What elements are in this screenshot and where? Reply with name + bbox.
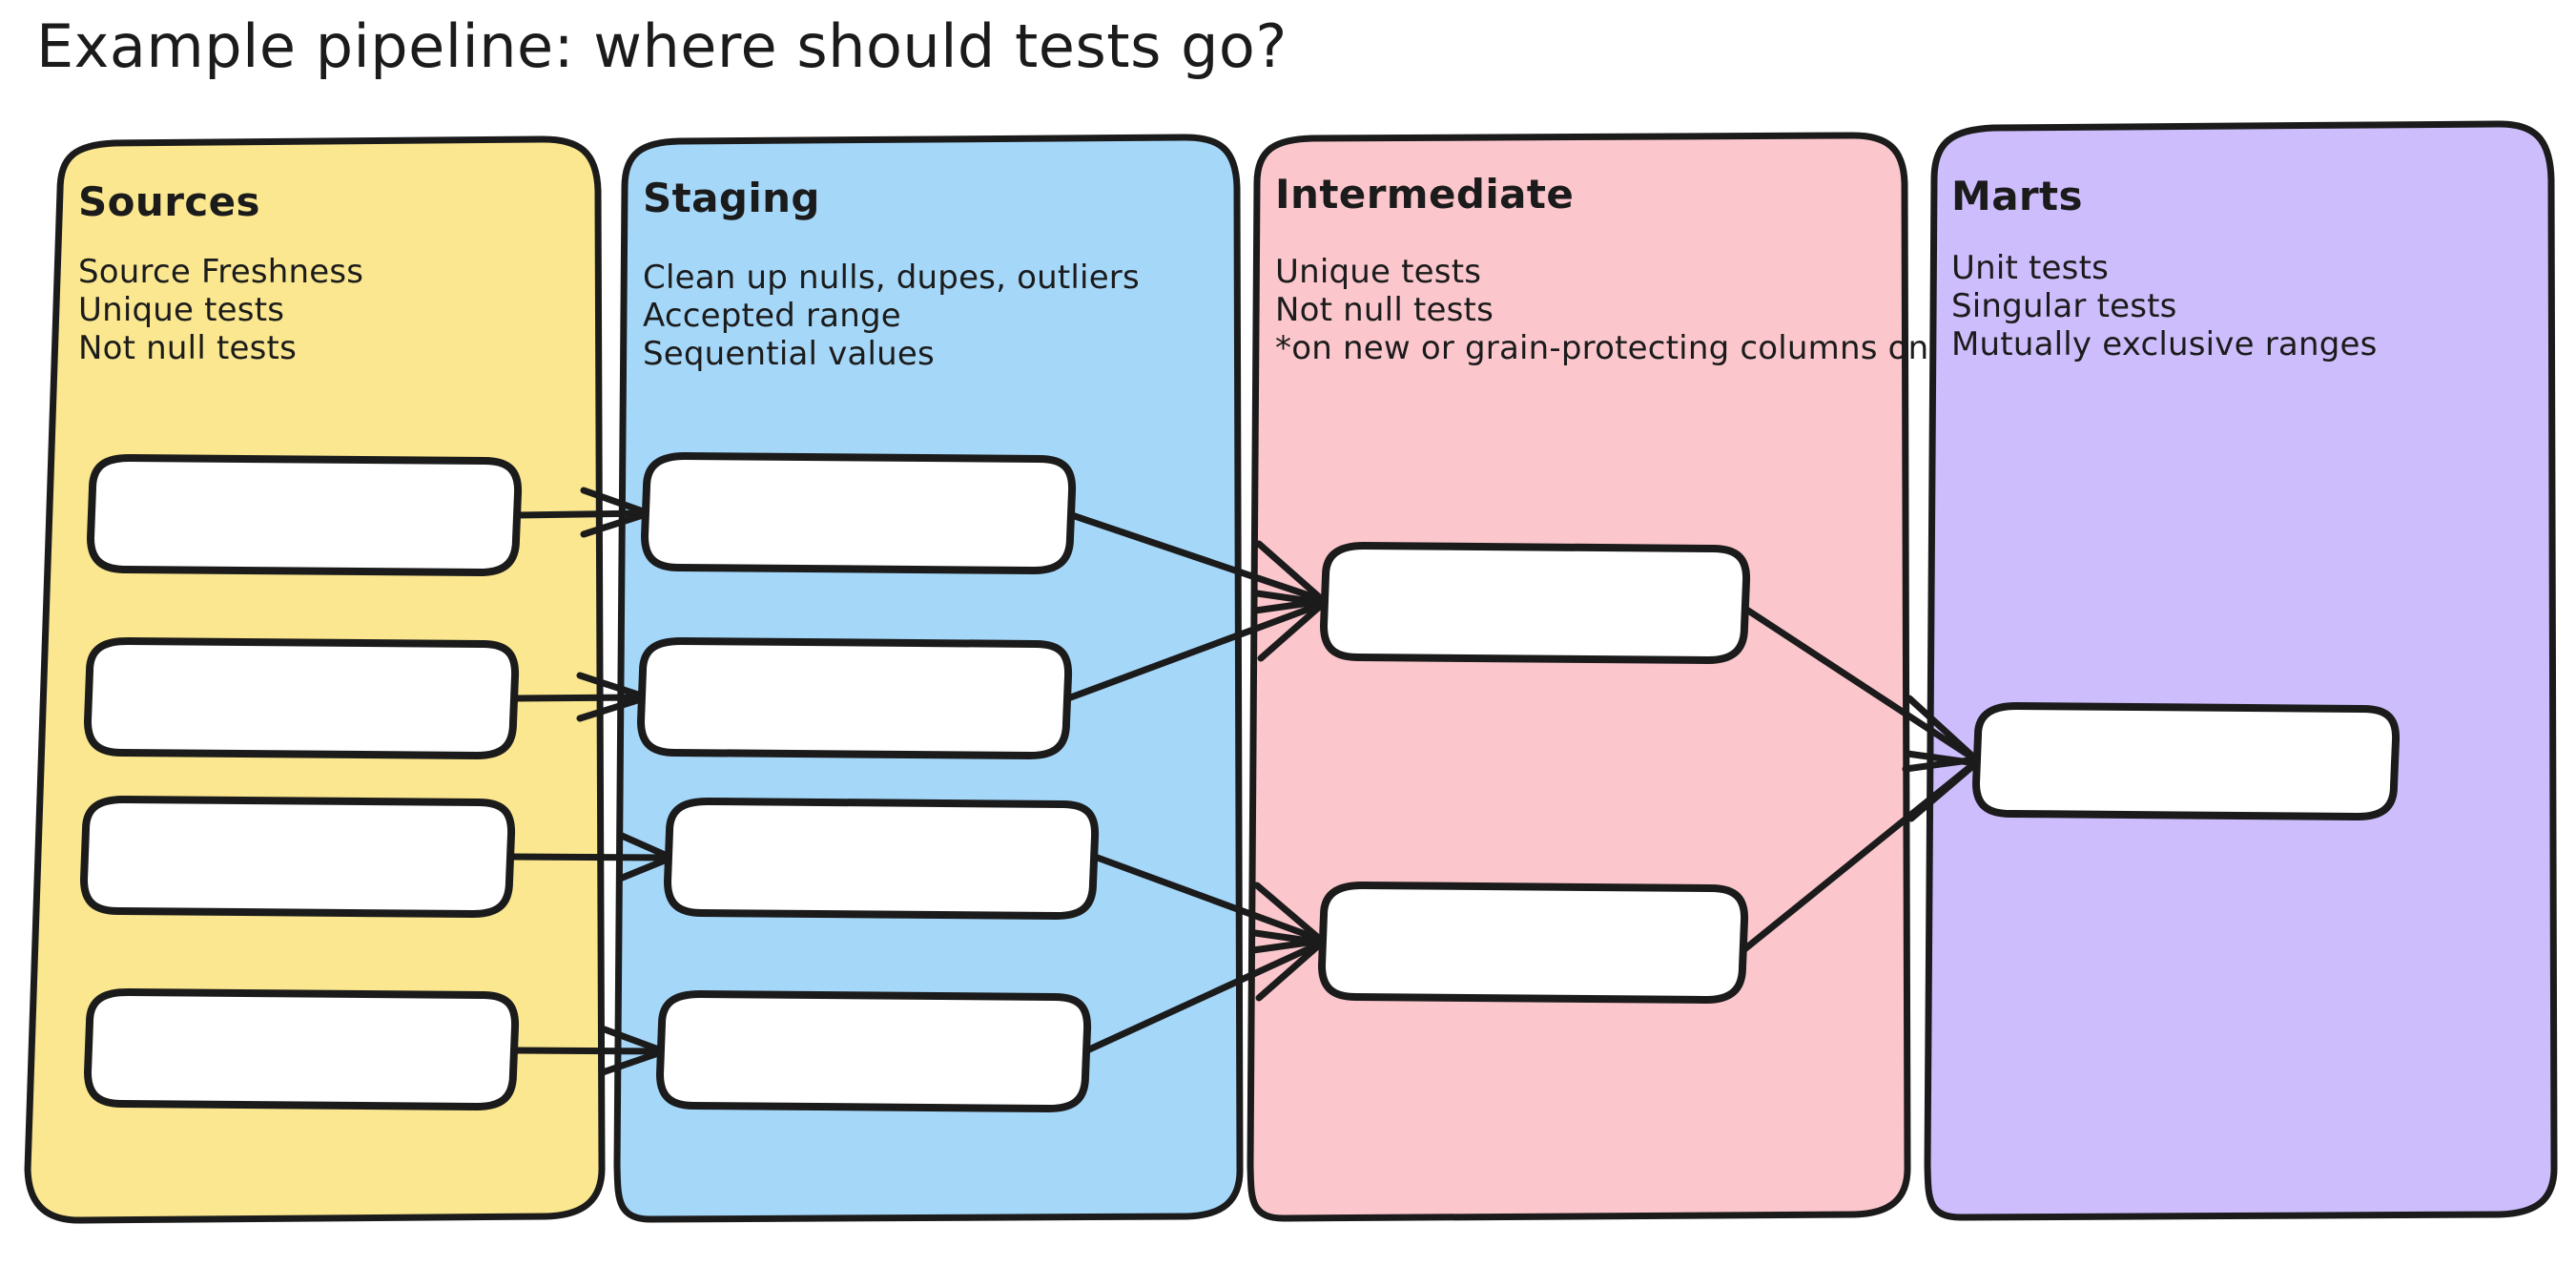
swimlane-staging-line-2: Accepted range [643, 297, 901, 335]
node-mart-1-shape [1972, 702, 2401, 820]
node-stg-1-shape [641, 452, 1077, 574]
node-stg-2-shape [637, 637, 1073, 759]
node-src-4[interactable] [84, 988, 520, 1110]
node-src-3[interactable] [80, 796, 516, 918]
node-src-3-shape [80, 796, 516, 918]
swimlane-marts-line-1: Unit tests [1951, 249, 2109, 287]
swimlane-sources-line-2: Unique tests [78, 291, 284, 329]
node-src-2-shape [84, 637, 520, 759]
swimlane-intermediate-title: Intermediate [1275, 171, 1574, 218]
node-src-2[interactable] [84, 637, 520, 759]
node-group-marts [1972, 702, 2401, 820]
node-group-sources [80, 454, 523, 1110]
node-int-1[interactable] [1320, 542, 1751, 664]
node-group-intermediate [1318, 542, 1751, 1004]
node-mart-1[interactable] [1972, 702, 2401, 820]
node-int-1-shape [1320, 542, 1751, 664]
swimlane-marts-line-3: Mutually exclusive ranges [1951, 325, 2378, 363]
swimlane-staging-title: Staging [643, 175, 820, 221]
swimlane-sources-line-1: Source Freshness [78, 253, 363, 291]
node-stg-3[interactable] [664, 798, 1100, 920]
node-src-1-shape [87, 454, 523, 576]
swimlane-staging-line-1: Clean up nulls, dupes, outliers [643, 259, 1140, 297]
node-stg-1[interactable] [641, 452, 1077, 574]
swimlane-intermediate-line-3: *on new or grain-protecting columns only [1275, 329, 1957, 367]
node-stg-2[interactable] [637, 637, 1073, 759]
swimlane-sources-line-3: Not null tests [78, 329, 297, 367]
node-group-staging [637, 452, 1100, 1112]
swimlane-staging-line-3: Sequential values [643, 335, 935, 373]
node-stg-4-shape [656, 990, 1092, 1112]
swimlane-marts-shape [1924, 120, 2558, 1221]
swimlane-marts-line-2: Singular tests [1951, 287, 2177, 325]
swimlane-sources-title: Sources [78, 178, 260, 225]
node-src-4-shape [84, 988, 520, 1110]
node-src-1[interactable] [87, 454, 523, 576]
swimlane-intermediate-line-1: Unique tests [1275, 253, 1481, 291]
page-title: Example pipeline: where should tests go? [36, 11, 1288, 81]
swimlane-marts-title: Marts [1951, 173, 2083, 219]
node-stg-3-shape [664, 798, 1100, 920]
swimlane-marts[interactable]: Marts Unit tests Singular tests Mutually… [1924, 120, 2558, 1221]
node-stg-4[interactable] [656, 990, 1092, 1112]
swimlane-intermediate-line-2: Not null tests [1275, 291, 1494, 329]
node-int-2[interactable] [1318, 882, 1749, 1004]
node-int-2-shape [1318, 882, 1749, 1004]
